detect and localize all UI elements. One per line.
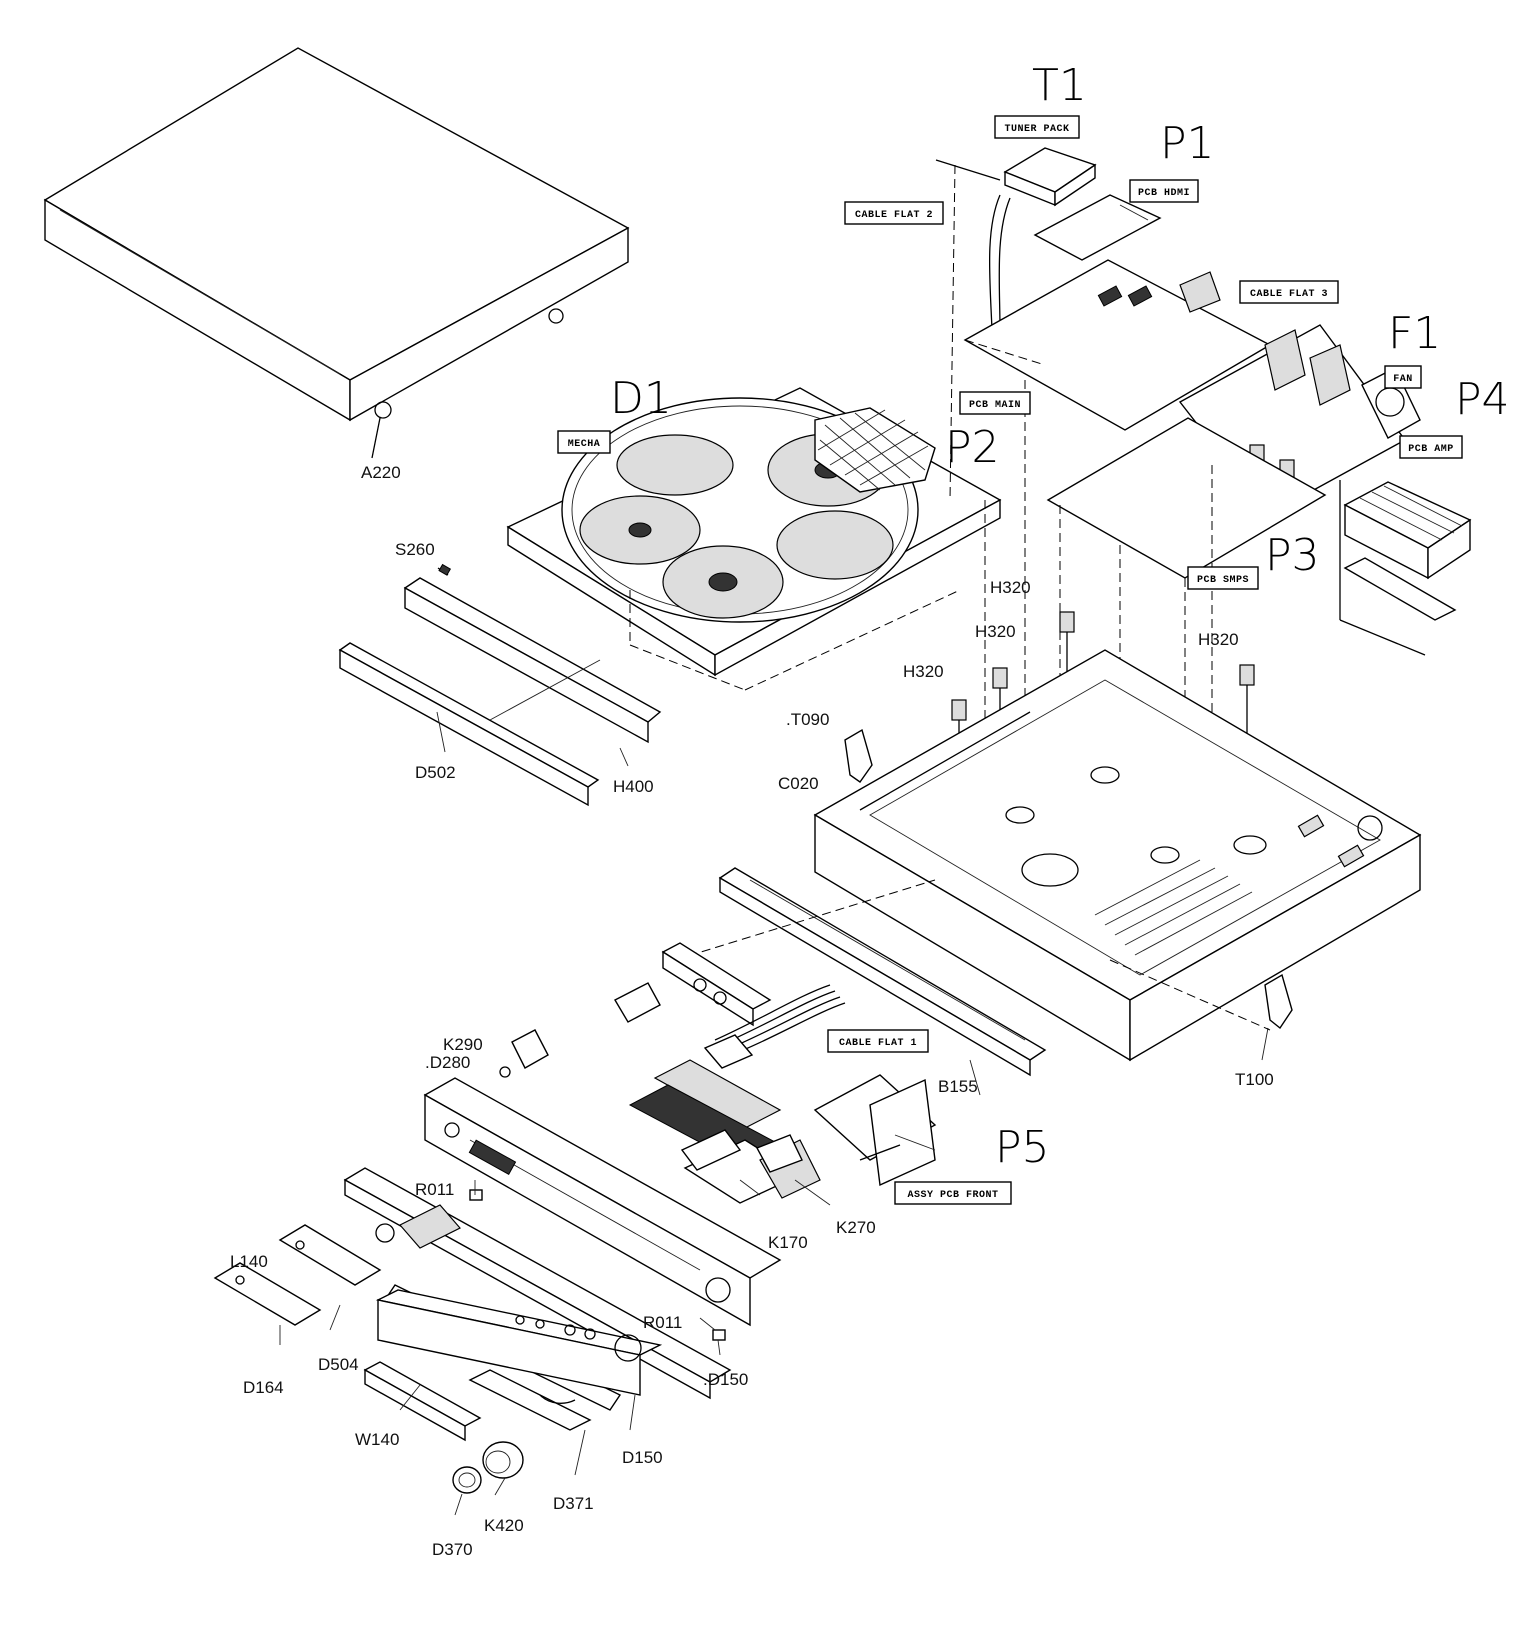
callout-k420: K420: [484, 1516, 524, 1535]
tuner-pack-label: TUNER PACK: [1004, 124, 1069, 135]
leader-lines: [279, 1134, 936, 1516]
assy-pcb-front-label: ASSY PCB FRONT: [907, 1190, 998, 1201]
box-tuner-pack: TUNER PACK: [994, 115, 1080, 139]
label-p2: P2: [945, 422, 1000, 473]
box-mecha: MECHA: [557, 430, 611, 454]
pcb-hdmi-label: PCB HDMI: [1138, 188, 1190, 199]
box-cable-flat-1: CABLE FLAT 1: [827, 1029, 929, 1053]
front-frame-b155: [674, 867, 1047, 1096]
pcb-amp-label: PCB AMP: [1408, 444, 1454, 455]
callout-r011-a: R011: [415, 1180, 454, 1199]
heatsink: [1339, 480, 1472, 656]
box-assy-pcb-front: ASSY PCB FRONT: [894, 1181, 1012, 1205]
callout-l140: L140: [230, 1252, 268, 1271]
label-p4: P4: [1455, 374, 1510, 425]
box-cable-flat-2: CABLE FLAT 2: [844, 201, 944, 225]
foot-t100: [1261, 973, 1293, 1061]
callout-t090: .T090: [786, 710, 829, 729]
callout-h320-c: H320: [903, 662, 944, 681]
front-pcb-parts: [614, 942, 937, 1204]
callout-k170: K170: [768, 1233, 808, 1252]
callout-c020: C020: [778, 774, 819, 793]
label-p5: P5: [995, 1122, 1050, 1173]
callout-d150-a: .D150: [703, 1370, 748, 1389]
callout-h400: H400: [613, 777, 654, 796]
box-pcb-amp: PCB AMP: [1399, 435, 1463, 459]
label-f1: F1: [1388, 308, 1441, 359]
mecha-label: MECHA: [568, 439, 601, 450]
callout-w140: W140: [355, 1430, 399, 1449]
foot-t090: [844, 728, 873, 783]
leader-line: [619, 747, 629, 767]
callout-t100: T100: [1235, 1070, 1274, 1089]
box-fan: FAN: [1384, 365, 1422, 389]
top-cover-a220: [43, 47, 630, 459]
cable-flat-1-label: CABLE FLAT 1: [839, 1038, 917, 1049]
callout-d164: D164: [243, 1378, 284, 1397]
k290-part: [499, 1029, 549, 1078]
label-t1: T1: [1032, 60, 1087, 111]
pcb-smps-label: PCB SMPS: [1197, 575, 1249, 586]
cable-flat-2-label: CABLE FLAT 2: [855, 210, 933, 221]
tuner-pack-t1: [935, 147, 1097, 501]
fan-label: FAN: [1393, 374, 1413, 385]
box-pcb-smps: PCB SMPS: [1187, 566, 1259, 590]
callout-d280: .D280: [425, 1053, 470, 1072]
display-window-w140: [363, 1361, 482, 1442]
pcb-main-label: PCB MAIN: [969, 400, 1021, 411]
k170-parts: [680, 1129, 803, 1173]
callout-a220: A220: [361, 463, 401, 482]
label-p3: P3: [1265, 530, 1320, 581]
box-cable-flat-3: CABLE FLAT 3: [1239, 280, 1339, 304]
label-p1: P1: [1160, 118, 1215, 169]
callout-b155: B155: [938, 1077, 978, 1096]
callout-d502: D502: [415, 763, 456, 782]
panel-d150: [375, 1289, 663, 1396]
callout-d150-b: D150: [622, 1448, 663, 1467]
leader-line: [489, 659, 601, 721]
box-pcb-main: PCB MAIN: [959, 391, 1031, 415]
front-strip-d502: [338, 642, 600, 807]
callout-h320-b: H320: [975, 622, 1016, 641]
knob-k420: [482, 1441, 524, 1479]
callout-d504: D504: [318, 1355, 359, 1374]
callout-d370: D370: [432, 1540, 473, 1559]
callout-h320-d: H320: [1198, 630, 1239, 649]
box-pcb-hdmi: PCB HDMI: [1129, 179, 1199, 203]
ring-d370: [452, 1466, 482, 1494]
callout-k270: K270: [836, 1218, 876, 1237]
pcb-main: [963, 259, 1272, 431]
assembly-line: [1109, 959, 1271, 1031]
callout-d371: D371: [553, 1494, 594, 1513]
callout-h320-a: H320: [990, 578, 1031, 597]
callout-s260: S260: [395, 540, 435, 559]
leader-line: [436, 711, 446, 753]
trim-d371: [468, 1369, 592, 1431]
front-bracket-h400: [403, 563, 662, 744]
callout-r011-b: R011: [643, 1313, 682, 1332]
chassis-c020: [813, 649, 1422, 1062]
front-panel-housing: [423, 1077, 782, 1341]
mecha-deck-d1: [506, 387, 1002, 691]
label-d1: D1: [610, 373, 672, 424]
door-d164: [213, 1262, 322, 1326]
cable-flat-3-label: CABLE FLAT 3: [1250, 289, 1328, 300]
pcb-hdmi-p1: [1033, 194, 1162, 261]
callout-k290: K290: [443, 1035, 483, 1054]
door-d504: [278, 1224, 382, 1286]
